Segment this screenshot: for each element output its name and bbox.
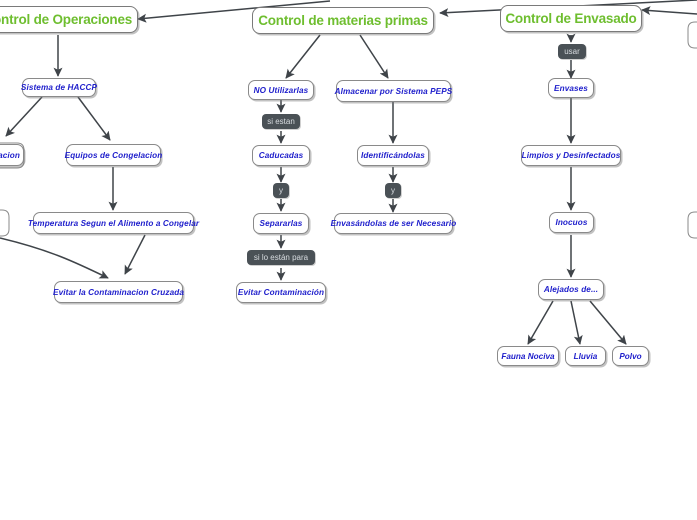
node-temperatura-segun-alimento[interactable]: Temperatura Segun el Alimento a Congelar — [28, 212, 199, 234]
node-label: Lluvia — [573, 351, 598, 361]
edge-label-text: y — [279, 186, 283, 195]
edge-label-y-1: y — [273, 183, 289, 198]
node-sistema-de-haccp[interactable]: Sistema de HACCP — [20, 78, 98, 97]
node-lluvia[interactable]: Lluvia — [565, 346, 606, 366]
header-label: Control de materias primas — [258, 13, 428, 28]
node-label: Caducadas — [258, 151, 304, 160]
node-envases[interactable]: Envases — [548, 78, 594, 98]
edge-label-si-estan: si estan — [262, 114, 300, 129]
node-evitar-contaminacion-cruzada[interactable]: Evitar la Contaminacion Cruzada — [53, 281, 184, 303]
node-label: Envases — [554, 83, 588, 93]
edge-label-y-2: y — [385, 183, 401, 198]
node-alejados-de[interactable]: Alejados de... — [538, 279, 604, 300]
edge-label-text: si lo están para — [253, 253, 309, 262]
edge-label-si-lo-estan-para: si lo están para — [247, 250, 315, 265]
node-label: Fauna Nociva — [501, 351, 555, 361]
node-no-utilizarlas[interactable]: NO Utilizarlas — [248, 80, 314, 100]
node-label: Almacenar por Sistema PEPS — [334, 86, 453, 96]
node-label: Sistema de HACCP — [20, 83, 98, 92]
edge-label-text: usar — [564, 47, 580, 56]
node-evitar-contaminacion[interactable]: Evitar Contaminación — [236, 282, 326, 303]
node-identificandolas[interactable]: Identificándolas — [357, 145, 429, 166]
edge-label-text: y — [391, 186, 395, 195]
node-label: Limpios y Desinfectados — [521, 151, 621, 160]
node-equipos-de-congelacion[interactable]: Equipos de Congelacion — [64, 144, 163, 166]
edge-label-text: si estan — [267, 117, 295, 126]
node-label: Temperatura Segun el Alimento a Congelar — [27, 218, 200, 228]
edge-alejados-lluvia — [570, 300, 583, 345]
clipped-node-left-bottom — [0, 209, 10, 237]
node-label: Polvo — [619, 351, 642, 361]
node-label: Inocuos — [555, 218, 588, 227]
header-label: Control de Envasado — [505, 11, 637, 26]
edge-temperatura-cruzada — [124, 234, 146, 275]
node-label: Evitar Contaminación — [237, 288, 325, 297]
node-inocuos[interactable]: Inocuos — [549, 212, 594, 233]
edge-materias-almacenar — [359, 34, 389, 79]
node-label: NO Utilizarlas — [253, 85, 309, 95]
node-label: Envasándolas de ser Necesario — [330, 219, 457, 228]
header-control-de-operaciones[interactable]: ontrol de Operaciones — [0, 6, 138, 33]
node-polvo[interactable]: Polvo — [612, 346, 649, 366]
node-clipped-acion[interactable]: acion — [0, 144, 24, 166]
edge-clip-cruzada — [0, 237, 109, 279]
header-label: ontrol de Operaciones — [0, 12, 133, 27]
node-separarlas[interactable]: Separarlas — [253, 213, 309, 234]
header-control-de-envasado[interactable]: Control de Envasado — [500, 5, 642, 32]
edge-materias-noutilizarlas — [285, 34, 321, 79]
edge-root-to-envasado — [641, 6, 697, 16]
node-fauna-nociva[interactable]: Fauna Nociva — [497, 346, 559, 366]
node-label: Separarlas — [259, 219, 303, 228]
edge-alejados-fauna — [527, 300, 554, 345]
node-limpios-y-desinfectados[interactable]: Limpios y Desinfectados — [521, 145, 621, 166]
node-label: Equipos de Congelacion — [64, 150, 163, 160]
edge-haccp-clip — [5, 96, 43, 137]
edge-haccp-congelacion — [77, 96, 111, 141]
node-caducadas[interactable]: Caducadas — [252, 145, 310, 166]
clipped-node-right-top — [687, 21, 697, 49]
clipped-node-right-bottom — [687, 211, 697, 239]
node-label: Identificándolas — [361, 151, 425, 160]
node-almacenar-por-sistema-peps[interactable]: Almacenar por Sistema PEPS — [334, 80, 453, 102]
node-label: Alejados de... — [543, 285, 599, 294]
edge-alejados-polvo — [589, 300, 627, 345]
node-envasandolas-de-ser-necesario[interactable]: Envasándolas de ser Necesario — [331, 213, 456, 234]
node-label: acion — [0, 150, 20, 160]
header-control-de-materias-primas[interactable]: Control de materias primas — [252, 7, 434, 34]
edge-label-usar: usar — [558, 44, 586, 59]
node-label: Evitar la Contaminacion Cruzada — [53, 287, 184, 297]
